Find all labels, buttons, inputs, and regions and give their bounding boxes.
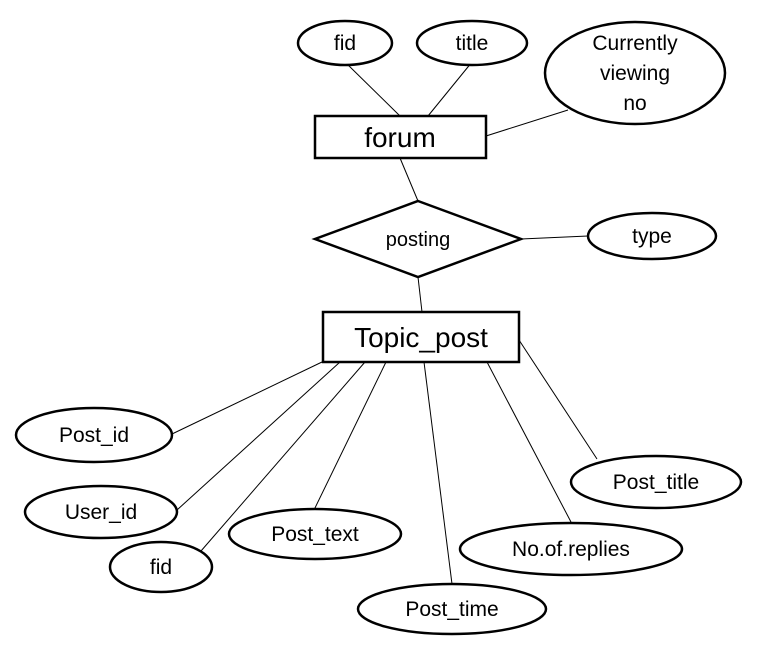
attribute-user-id: User_id	[23, 484, 179, 540]
edge-fid-forum	[344, 61, 401, 117]
attribute-post-text-label: Post_text	[271, 523, 359, 546]
attribute-title: title	[415, 19, 529, 67]
edge-forum-posting	[399, 157, 419, 202]
connectors	[171, 61, 598, 585]
edge-topic-post-user-id	[176, 361, 341, 511]
edge-topic-post-fid	[200, 361, 366, 552]
edge-topic-post-post-text	[313, 361, 387, 511]
attribute-no-of-replies: No.of.replies	[458, 521, 684, 577]
attribute-currently-viewing-line-2: viewing	[600, 62, 670, 85]
attribute-currently-viewing-line-3: no	[623, 92, 646, 115]
edge-posting-topic-post	[417, 276, 423, 313]
entity-forum-label: forum	[364, 122, 436, 153]
attribute-post-title: Post_title	[569, 454, 743, 510]
relationship-posting-label: posting	[386, 229, 451, 251]
attribute-post-title-label: Post_title	[613, 471, 699, 494]
attribute-fid-topic-post-label: fid	[150, 556, 172, 579]
entity-topic-post: Topic_post	[321, 310, 521, 364]
edge-topic-post-post-id	[171, 361, 323, 435]
edge-posting-type	[520, 235, 589, 240]
attribute-post-id: Post_id	[14, 406, 174, 464]
attribute-currently-viewing-no: Currently viewing no	[543, 20, 727, 126]
attribute-post-time: Post_time	[356, 582, 548, 636]
attribute-title-label: title	[456, 32, 489, 55]
attribute-fid-topic-post: fid	[108, 540, 214, 594]
entity-topic-post-label: Topic_post	[354, 322, 488, 353]
attribute-no-of-replies-label: No.of.replies	[512, 538, 630, 561]
attribute-currently-viewing-line-1: Currently	[592, 32, 678, 55]
attribute-fid-forum-label: fid	[334, 32, 356, 55]
attribute-post-id-label: Post_id	[59, 424, 129, 447]
attribute-type-label: type	[632, 225, 672, 248]
edge-topic-post-post-title	[518, 339, 598, 460]
entity-forum: forum	[313, 114, 488, 160]
attribute-post-text: Post_text	[227, 507, 403, 561]
attribute-post-time-label: Post_time	[405, 598, 498, 621]
attribute-user-id-label: User_id	[65, 501, 137, 524]
attribute-type: type	[586, 211, 718, 261]
edge-currently-viewing-forum	[485, 109, 569, 137]
edge-topic-post-post-time	[423, 361, 453, 585]
attribute-fid-forum: fid	[296, 19, 394, 67]
relationship-posting: posting	[311, 199, 525, 279]
edge-topic-post-no-of-replies	[486, 361, 572, 523]
edge-title-forum	[427, 61, 473, 117]
